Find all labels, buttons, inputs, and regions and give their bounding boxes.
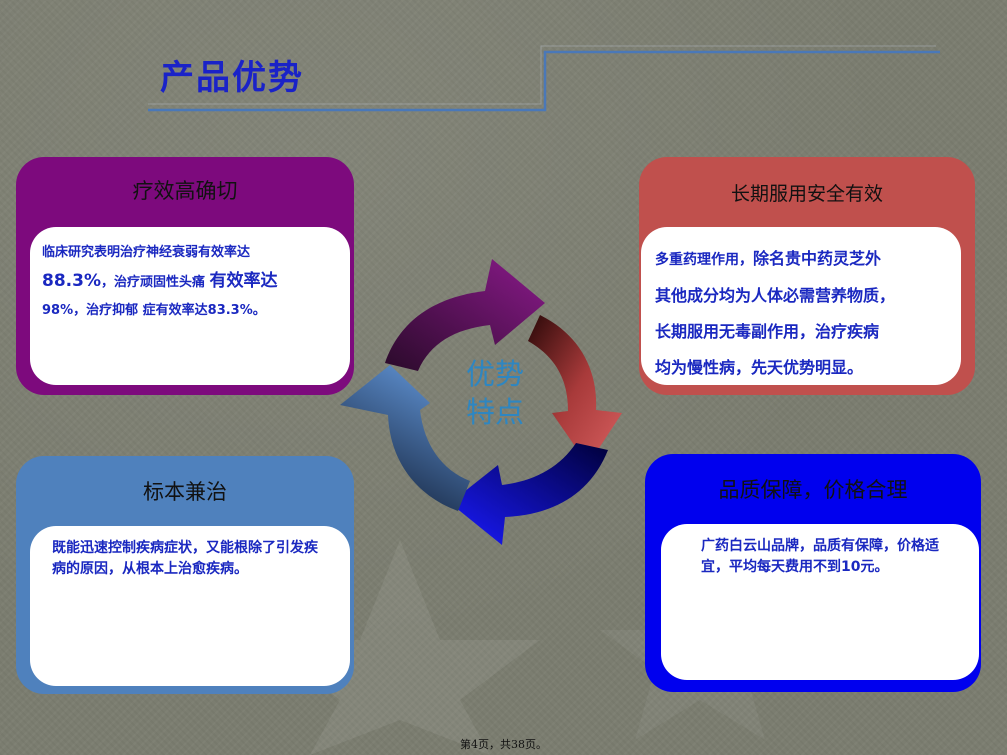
center-label-line: 特点 — [465, 395, 524, 429]
center-label: 优势 特点 — [455, 355, 535, 431]
page-title: 产品优势 — [160, 58, 304, 98]
card-text-line: 其他成分均为人体必需营养物质， — [655, 286, 896, 305]
card-text: 除名贵中药灵芝外 — [753, 249, 882, 268]
highlight-text: 有效率达 — [209, 271, 278, 291]
card-efficacy: 疗效高确切 临床研究表明治疗神经衰弱有效率达 88.3%，治疗顽固性头痛 有效率… — [16, 157, 354, 395]
card-text-line: 98%，治疗抑郁 症有效率达83.3%。 — [42, 303, 266, 318]
card-body: 广药白云山品牌，品质有保障，价格适宜，平均每天费用不到10元。 — [661, 524, 979, 680]
page-footer: 第4页，共38页。 — [460, 738, 547, 751]
cycle-arrows-diagram — [340, 259, 622, 545]
card-text-line: 均为慢性病，先天优势明显。 — [655, 358, 864, 377]
arrow-blue — [450, 443, 608, 545]
card-body: 临床研究表明治疗神经衰弱有效率达 88.3%，治疗顽固性头痛 有效率达 98%，… — [30, 227, 350, 385]
card-heading: 标本兼治 — [143, 480, 227, 504]
card-text-line: 长期服用无毒副作用，治疗疾病 — [655, 322, 880, 341]
title-underline — [148, 45, 940, 112]
highlight-value: 88.3% — [42, 271, 101, 291]
card-text-line: 88.3%，治疗顽固性头痛 有效率达 — [42, 267, 338, 297]
card-text-line: 多重药理作用，除名贵中药灵芝外 — [655, 241, 947, 278]
card-heading: 品质保障，价格合理 — [718, 478, 908, 502]
card-heading: 疗效高确切 — [132, 179, 238, 203]
card-body: 既能迅速控制疾病症状，又能根除了引发疾病的原因，从根本上治愈疾病。 — [30, 526, 350, 686]
arrow-purple — [385, 259, 545, 371]
card-heading: 长期服用安全有效 — [730, 183, 883, 205]
card-text-line: 临床研究表明治疗神经衰弱有效率达 — [42, 245, 251, 260]
card-text: 多重药理作用， — [655, 252, 753, 268]
card-body: 多重药理作用，除名贵中药灵芝外 其他成分均为人体必需营养物质， 长期服用无毒副作… — [641, 227, 961, 385]
card-text: ，治疗顽固性头痛 — [100, 275, 205, 290]
card-root-cause: 标本兼治 既能迅速控制疾病症状，又能根除了引发疾病的原因，从根本上治愈疾病。 — [16, 456, 354, 694]
card-long-term-safety: 长期服用安全有效 多重药理作用，除名贵中药灵芝外 其他成分均为人体必需营养物质，… — [639, 157, 975, 395]
card-quality-price: 品质保障，价格合理 广药白云山品牌，品质有保障，价格适宜，平均每天费用不到10元… — [645, 454, 981, 692]
arrow-red — [528, 315, 622, 465]
center-label-line: 优势 — [465, 357, 524, 391]
arrow-steel — [340, 365, 470, 511]
